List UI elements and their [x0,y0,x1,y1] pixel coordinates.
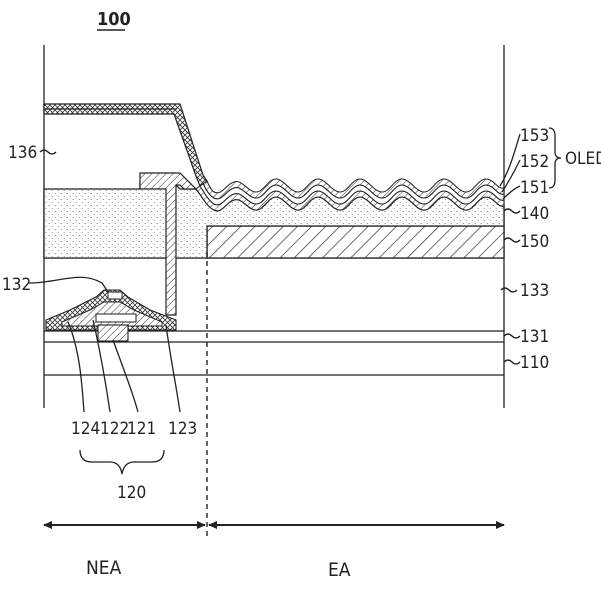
top-cover-layer [44,104,207,186]
tft-gate-121 [98,325,128,341]
label-132: 132 [2,275,31,295]
label-153: 153 [520,126,549,146]
leader-150 [504,238,520,242]
leader-123 [166,325,180,412]
leader-131 [504,334,520,338]
label-nea: NEA [86,557,122,579]
label-152: 152 [520,152,549,172]
label-120: 120 [117,483,146,503]
label-133: 133 [520,281,549,301]
leader-121 [113,340,138,412]
brace-120 [80,450,164,474]
label-140: 140 [520,204,549,224]
label-131: 131 [520,327,549,347]
leader-140 [504,209,520,213]
label-121: 121 [127,419,156,439]
label-oled: OLED [565,149,601,169]
leader-124 [68,322,84,412]
tft-layer-124-insulator [96,314,136,322]
label-122: 122 [100,419,129,439]
figure-number: 100 [97,9,131,30]
label-ea: EA [328,559,351,581]
label-123: 123 [168,419,197,439]
label-136: 136 [8,143,37,163]
layer-150-block [207,226,504,258]
label-124: 124 [71,419,100,439]
label-110: 110 [520,353,549,373]
label-150: 150 [520,232,549,252]
leader-110 [504,360,520,364]
leader-136 [40,150,56,154]
label-151: 151 [520,178,549,198]
tft-contact-132 [108,292,122,299]
oled-brace [549,128,561,188]
leader-132 [28,277,108,292]
leader-151 [503,186,520,199]
